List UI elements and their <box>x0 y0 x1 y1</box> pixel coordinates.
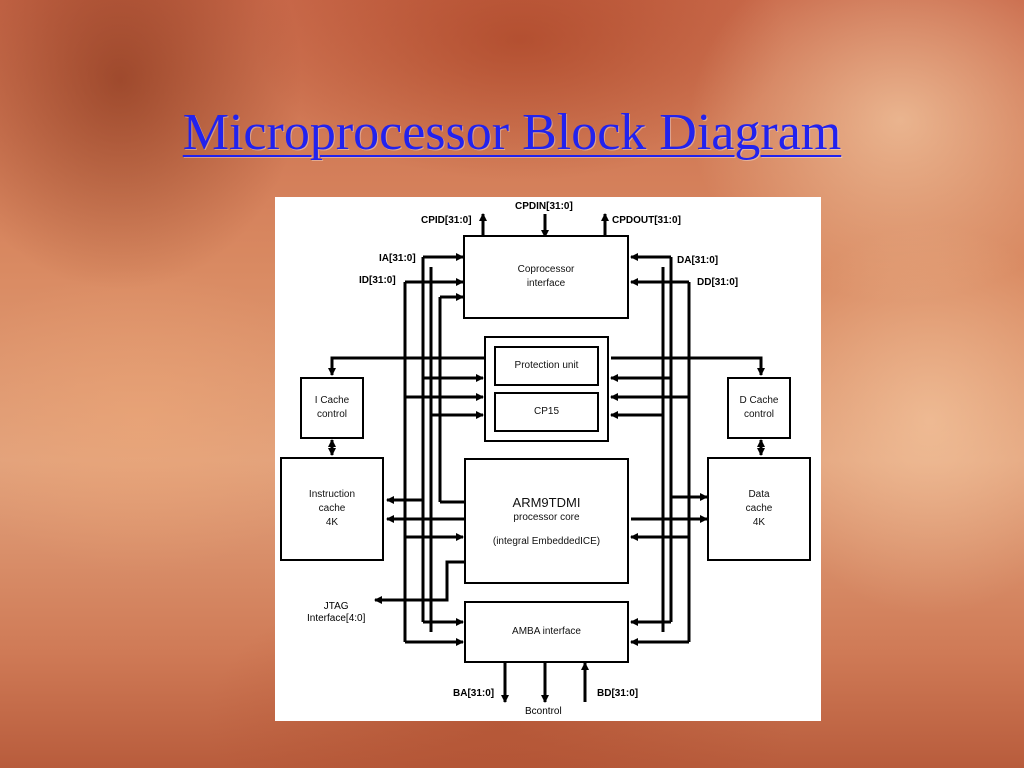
jtag-label: JTAG Interface[4:0] <box>307 601 366 624</box>
jtag-wire <box>374 560 465 604</box>
cpdin-label: CPDIN[31:0] <box>515 201 573 212</box>
diagram-wires <box>328 213 765 703</box>
bcontrol-label: Bcontrol <box>525 706 562 717</box>
ba-label: BA[31:0] <box>453 688 495 699</box>
cpdout-label: CPDOUT[31:0] <box>612 215 681 226</box>
ia-label: IA[31:0] <box>379 253 416 264</box>
id-label: ID[31:0] <box>359 275 396 286</box>
dd-label: DD[31:0] <box>697 277 739 288</box>
protection-cp15-group <box>484 336 609 442</box>
bd-label: BD[31:0] <box>597 688 639 699</box>
slide-title: Microprocessor Block Diagram <box>182 104 842 161</box>
cp15-block: CP15 <box>494 392 599 432</box>
protection-unit-block: Protection unit <box>494 346 599 386</box>
da-label: DA[31:0] <box>677 255 719 266</box>
arm9tdmi-core-block: ARM9TDMI processor core (integral Embedd… <box>464 458 629 584</box>
cpid-label: CPID[31:0] <box>421 215 472 226</box>
amba-interface-block: AMBA interface <box>464 601 629 663</box>
